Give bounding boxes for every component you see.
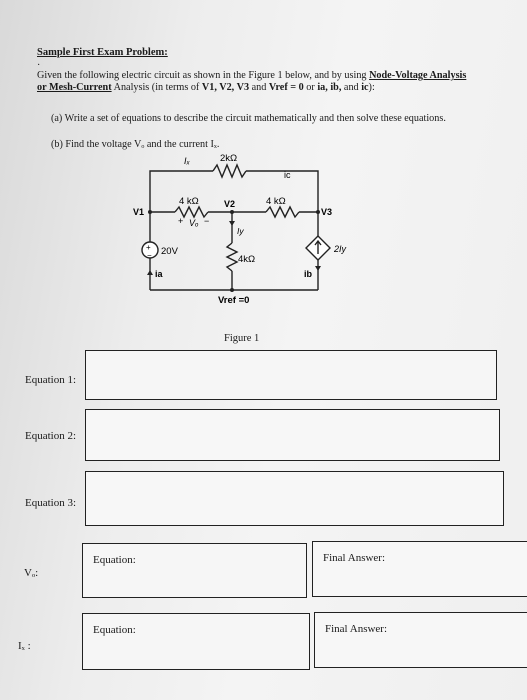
vo-label: Vₒ — [189, 218, 199, 228]
src-plus: + — [146, 243, 151, 252]
ix-final-answer-box[interactable]: Final Answer: — [314, 612, 527, 668]
ib-label: ib — [304, 269, 313, 279]
intro-text-5: and — [249, 82, 269, 93]
mesh-var-ic: ic — [361, 82, 369, 93]
iy-label: Iy — [237, 226, 244, 236]
ix-final-answer-label: Final Answer: — [325, 623, 388, 635]
vref-text: Vref = 0 — [268, 82, 304, 93]
vo-final-answer-box[interactable]: Final Answer: — [312, 541, 527, 597]
vo-answer-label: Vₒ: — [24, 567, 39, 579]
problem-intro: Given the following electric circuit as … — [37, 70, 467, 94]
intro-text-3: Analysis (in terms of — [111, 82, 202, 93]
intro-text-1: Given the following electric circuit as … — [37, 70, 370, 81]
ia-label: ia — [155, 269, 164, 279]
ic-label: ic — [284, 170, 291, 180]
vo-equation-box[interactable]: Equation: — [82, 543, 307, 598]
task-b: (b) Find the voltage Vₒ and the current … — [51, 139, 220, 150]
mesh-vars: ia, ib, — [317, 82, 342, 93]
vo-equation-label: Equation: — [93, 554, 136, 566]
intro-text-7: or — [303, 82, 318, 93]
r2-label: 4 kΩ — [266, 196, 286, 207]
r-top-label: 2kΩ — [220, 153, 237, 164]
intro-text-11: ): — [368, 82, 375, 93]
v2-label: V2 — [224, 199, 235, 209]
bullet: · — [37, 60, 41, 71]
dep-source-label: 2Iy — [333, 244, 347, 254]
equation-2-label: Equation 2: — [25, 430, 77, 442]
v3-label: V3 — [321, 207, 332, 217]
source-20v-label: 20V — [161, 246, 179, 257]
ix-equation-box[interactable]: Equation: — [82, 613, 310, 670]
src-minus: − — [147, 251, 152, 260]
ix-equation-label: Equation: — [93, 624, 136, 636]
equation-1-box[interactable] — [85, 350, 497, 400]
vo-final-answer-label: Final Answer: — [323, 552, 386, 564]
r1-label: 4 kΩ — [179, 196, 199, 207]
method-name: Node-Voltage Analysis or Mesh-Current — [37, 70, 467, 93]
v1-label: V1 — [133, 207, 144, 217]
vo-minus: − — [204, 216, 209, 226]
equation-3-box[interactable] — [85, 471, 504, 526]
r-mid-label: 4kΩ — [238, 254, 255, 265]
ix-label: Iₓ — [184, 156, 191, 166]
equation-1-label: Equation 1: — [25, 374, 77, 386]
node-vars: V1, V2, V3 — [201, 82, 250, 93]
problem-title: Sample First Exam Problem: — [37, 47, 168, 58]
intro-text-9: and — [341, 82, 362, 93]
figure-caption: Figure 1 — [224, 333, 260, 344]
equation-2-box[interactable] — [85, 409, 500, 461]
vref-label: Vref =0 — [218, 295, 249, 306]
task-a: (a) Write a set of equations to describe… — [51, 113, 446, 124]
vo-plus: + — [178, 216, 183, 226]
equation-3-label: Equation 3: — [25, 497, 77, 509]
ix-answer-label: Iₓ : — [18, 640, 31, 652]
